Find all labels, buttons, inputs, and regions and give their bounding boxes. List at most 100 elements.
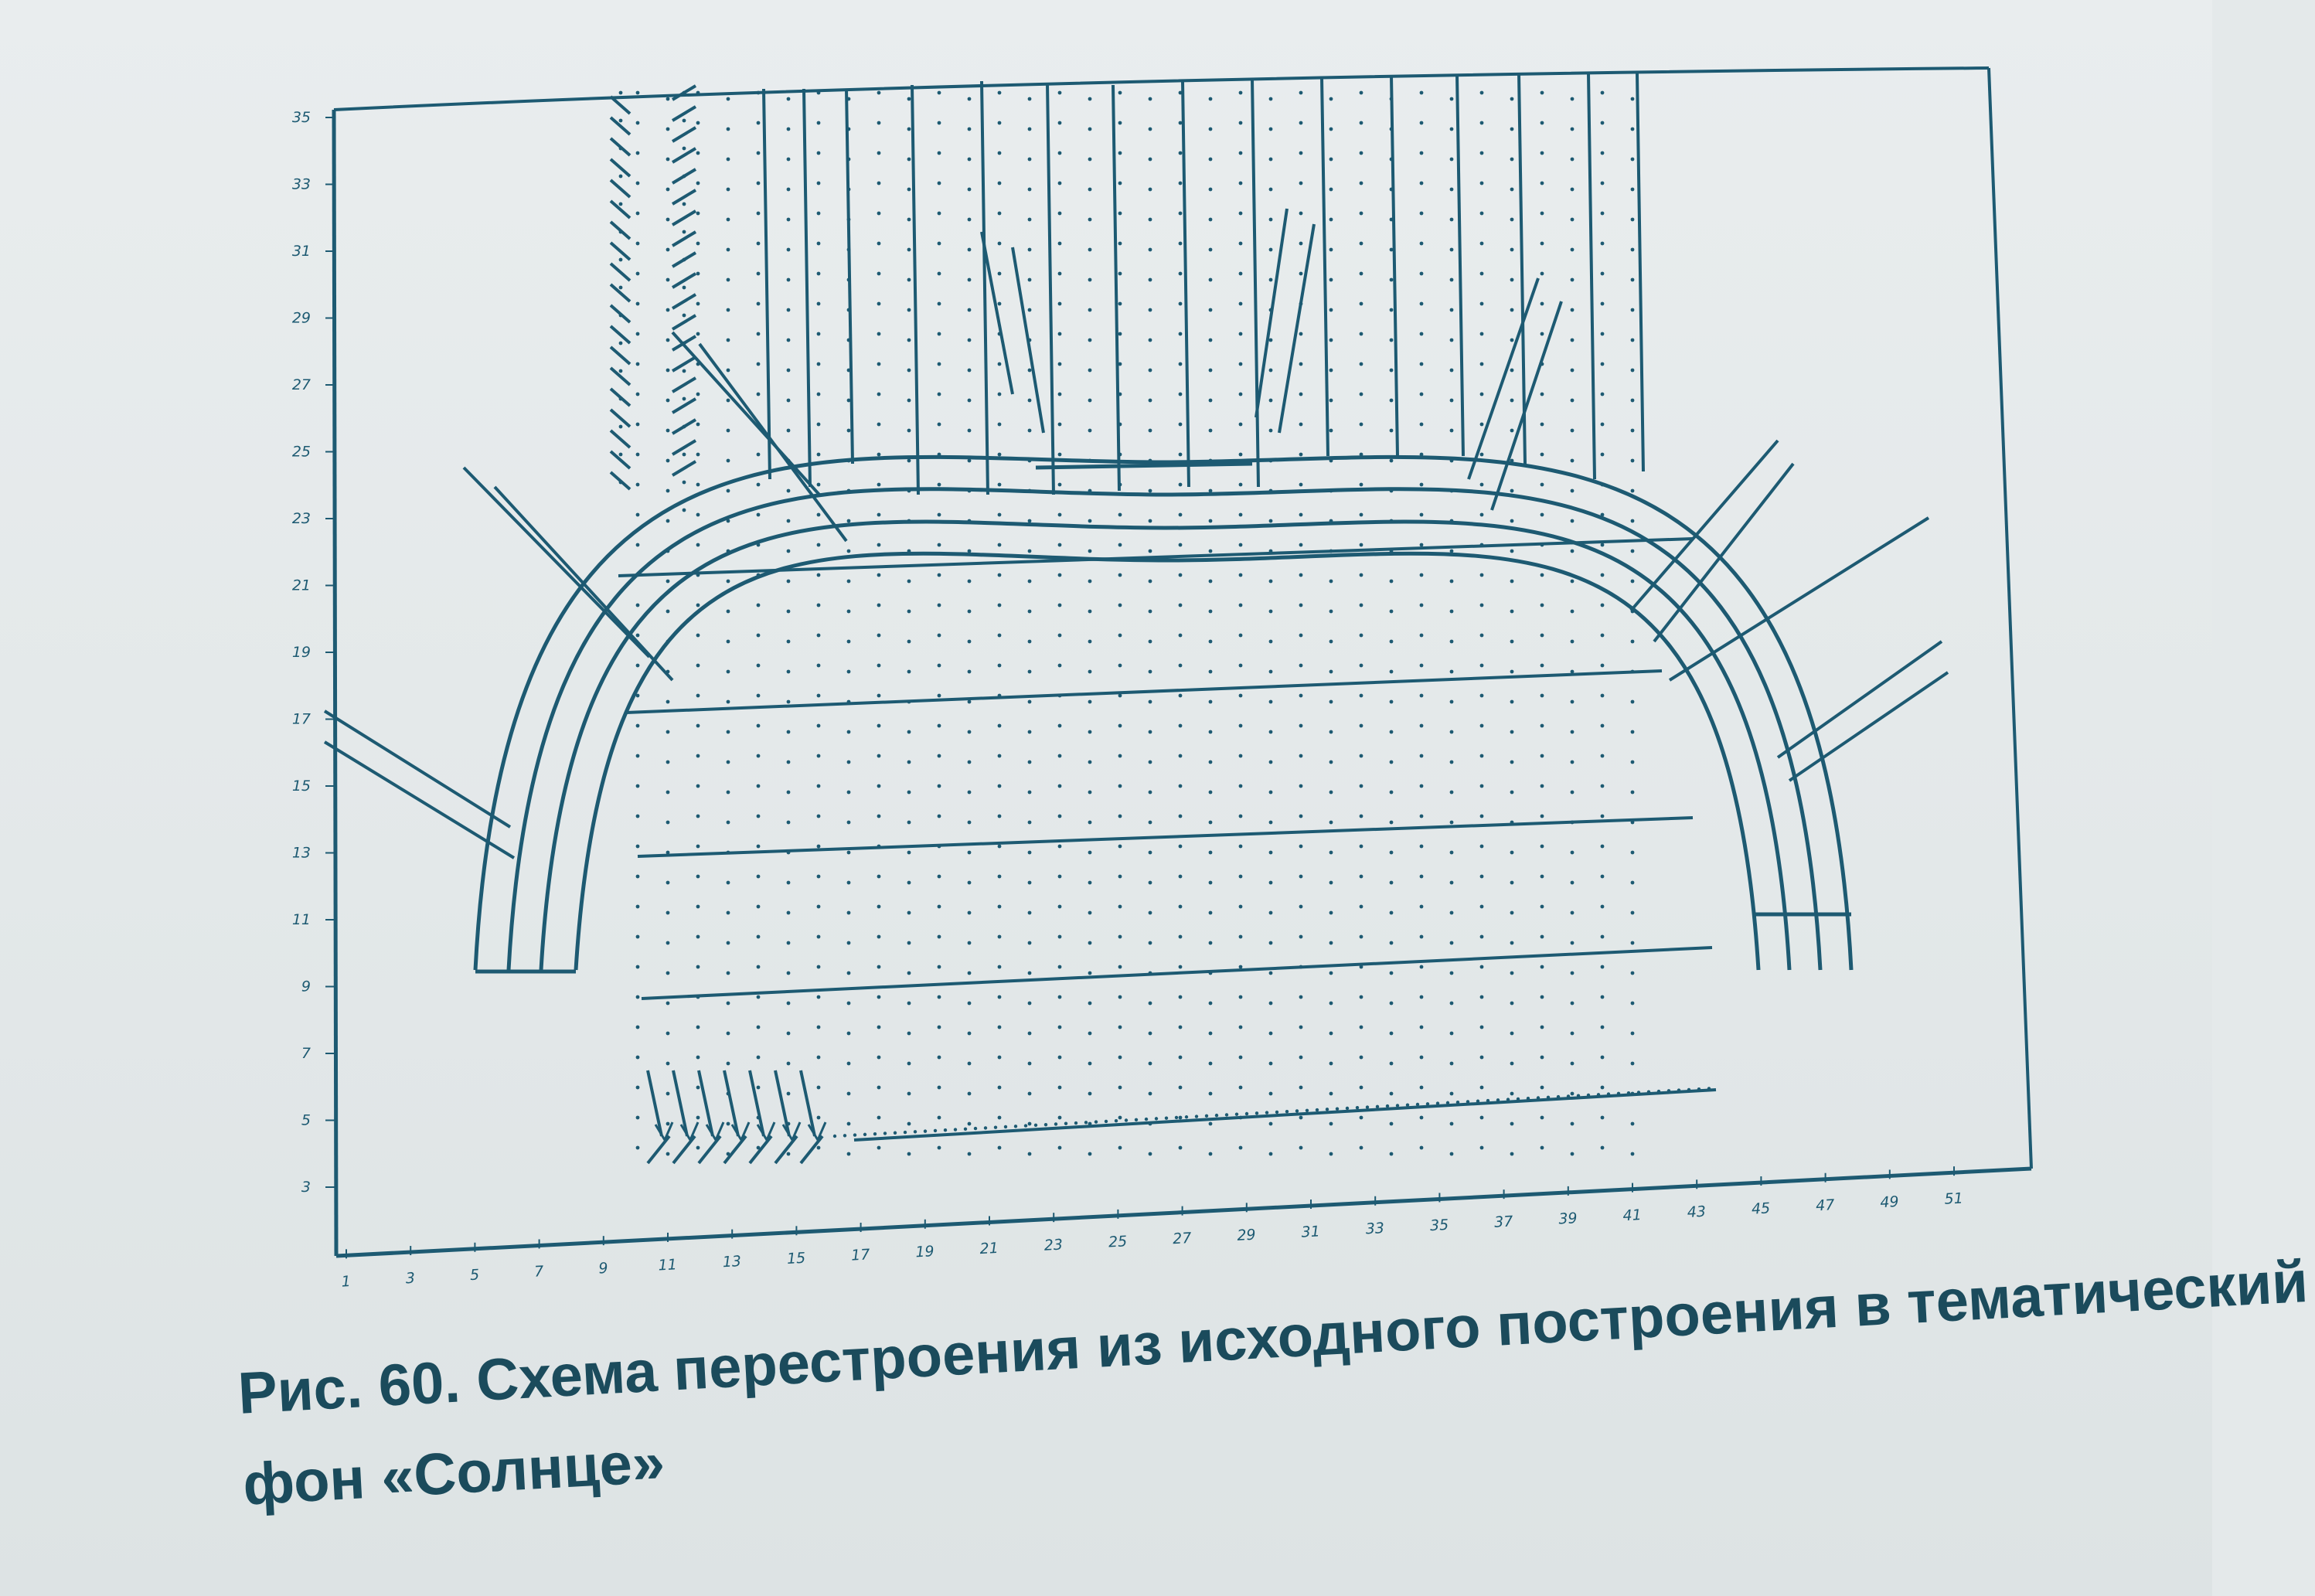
grid-dot bbox=[1630, 1061, 1635, 1066]
grid-dot bbox=[1208, 730, 1213, 734]
grid-dot bbox=[846, 1061, 851, 1066]
grid-dot bbox=[1600, 814, 1605, 818]
vertical-ray-line bbox=[980, 80, 989, 495]
grid-dot bbox=[1088, 790, 1092, 795]
grid-dot bbox=[1238, 874, 1243, 879]
grid-dot bbox=[696, 603, 700, 607]
grid-dot bbox=[1268, 760, 1273, 764]
grid-dot bbox=[726, 699, 730, 704]
grid-dot bbox=[967, 941, 972, 945]
grid-dot bbox=[1449, 579, 1454, 584]
grid-dot bbox=[1479, 904, 1484, 909]
grid-dot bbox=[1540, 904, 1544, 909]
frame-top-edge bbox=[333, 66, 1990, 111]
grid-dot bbox=[967, 428, 972, 433]
grid-dot bbox=[666, 609, 670, 614]
grid-dot bbox=[696, 784, 700, 788]
grid-dot bbox=[696, 241, 700, 246]
grid-dot bbox=[756, 211, 761, 216]
grid-dot bbox=[666, 519, 670, 523]
grid-dot bbox=[1600, 121, 1605, 125]
grid-dot bbox=[1118, 693, 1122, 698]
grid-dot bbox=[1570, 187, 1575, 192]
grid-dot bbox=[1419, 271, 1424, 276]
grid-dot bbox=[1178, 512, 1183, 517]
grid-dot bbox=[1268, 790, 1273, 795]
grid-dot bbox=[682, 369, 686, 373]
grid-dot bbox=[1238, 754, 1243, 758]
grid-dot bbox=[1630, 699, 1635, 704]
grid-dot bbox=[1419, 211, 1424, 216]
grid-dot bbox=[937, 904, 941, 909]
grid-dot bbox=[635, 301, 640, 306]
baseline-dot bbox=[943, 1128, 948, 1132]
grid-dot bbox=[1570, 398, 1575, 403]
grid-dot bbox=[696, 844, 700, 849]
grid-dot bbox=[1148, 1152, 1152, 1156]
bottom-arrow bbox=[697, 1135, 722, 1165]
grid-dot bbox=[1057, 844, 1062, 849]
y-tick-label: 27 bbox=[292, 376, 311, 393]
grid-dot bbox=[1359, 482, 1363, 487]
grid-dot bbox=[1208, 910, 1213, 915]
grid-dot bbox=[1208, 247, 1213, 252]
grid-dot bbox=[1359, 1055, 1363, 1060]
grid-dot bbox=[997, 874, 1002, 879]
grid-dot bbox=[816, 301, 821, 306]
grid-dot bbox=[1600, 633, 1605, 638]
grid-dot bbox=[696, 151, 700, 155]
grid-dot bbox=[967, 699, 972, 704]
grid-dot bbox=[1570, 1091, 1575, 1096]
grid-dot bbox=[1389, 760, 1394, 764]
grid-dot bbox=[1118, 362, 1122, 366]
grid-dot bbox=[726, 428, 730, 433]
grid-dot bbox=[1359, 965, 1363, 969]
grid-dot bbox=[1329, 941, 1333, 945]
grid-dot bbox=[1359, 603, 1363, 607]
grid-dot bbox=[1148, 308, 1152, 312]
grid-dot bbox=[1178, 211, 1183, 216]
grid-dot bbox=[696, 934, 700, 939]
grid-dot bbox=[1329, 730, 1333, 734]
grid-dot bbox=[846, 1121, 851, 1126]
grid-dot bbox=[1057, 1055, 1062, 1060]
grid-dot bbox=[1570, 730, 1575, 734]
grid-dot bbox=[1570, 428, 1575, 433]
baseline-dot bbox=[1134, 1118, 1139, 1121]
arrow-mark bbox=[671, 84, 697, 101]
grid-dot bbox=[1088, 187, 1092, 192]
grid-dot bbox=[1238, 332, 1243, 336]
grid-dot bbox=[726, 157, 730, 162]
grid-dot bbox=[1299, 392, 1303, 396]
grid-dot bbox=[666, 941, 670, 945]
baseline-dot bbox=[863, 1132, 867, 1137]
grid-dot bbox=[756, 362, 761, 366]
grid-dot bbox=[1510, 1061, 1514, 1066]
grid-dot bbox=[1178, 754, 1183, 758]
grid-dot bbox=[666, 308, 670, 312]
grid-dot bbox=[1570, 338, 1575, 342]
grid-dot bbox=[1540, 603, 1544, 607]
y-tick-label: 5 bbox=[301, 1112, 311, 1129]
grid-dot bbox=[1389, 880, 1394, 885]
grid-dot bbox=[1540, 121, 1544, 125]
grid-dot bbox=[666, 247, 670, 252]
grid-dot bbox=[997, 392, 1002, 396]
grid-dot bbox=[1027, 639, 1032, 644]
grid-dot bbox=[1389, 277, 1394, 282]
x-tick-label: 3 bbox=[405, 1270, 415, 1288]
grid-dot bbox=[1178, 904, 1183, 909]
grid-dot bbox=[786, 488, 791, 493]
grid-dot bbox=[1630, 639, 1635, 644]
grid-dot bbox=[635, 422, 640, 427]
grid-dot bbox=[1449, 699, 1454, 704]
grid-dot bbox=[907, 850, 911, 855]
grid-dot bbox=[1268, 880, 1273, 885]
grid-dot bbox=[1540, 1025, 1544, 1029]
baseline-dot bbox=[1104, 1119, 1108, 1124]
grid-dot bbox=[1329, 699, 1333, 704]
grid-dot bbox=[1449, 398, 1454, 403]
grid-dot bbox=[877, 995, 881, 999]
grid-dot bbox=[1088, 639, 1092, 644]
grid-dot bbox=[1419, 603, 1424, 607]
